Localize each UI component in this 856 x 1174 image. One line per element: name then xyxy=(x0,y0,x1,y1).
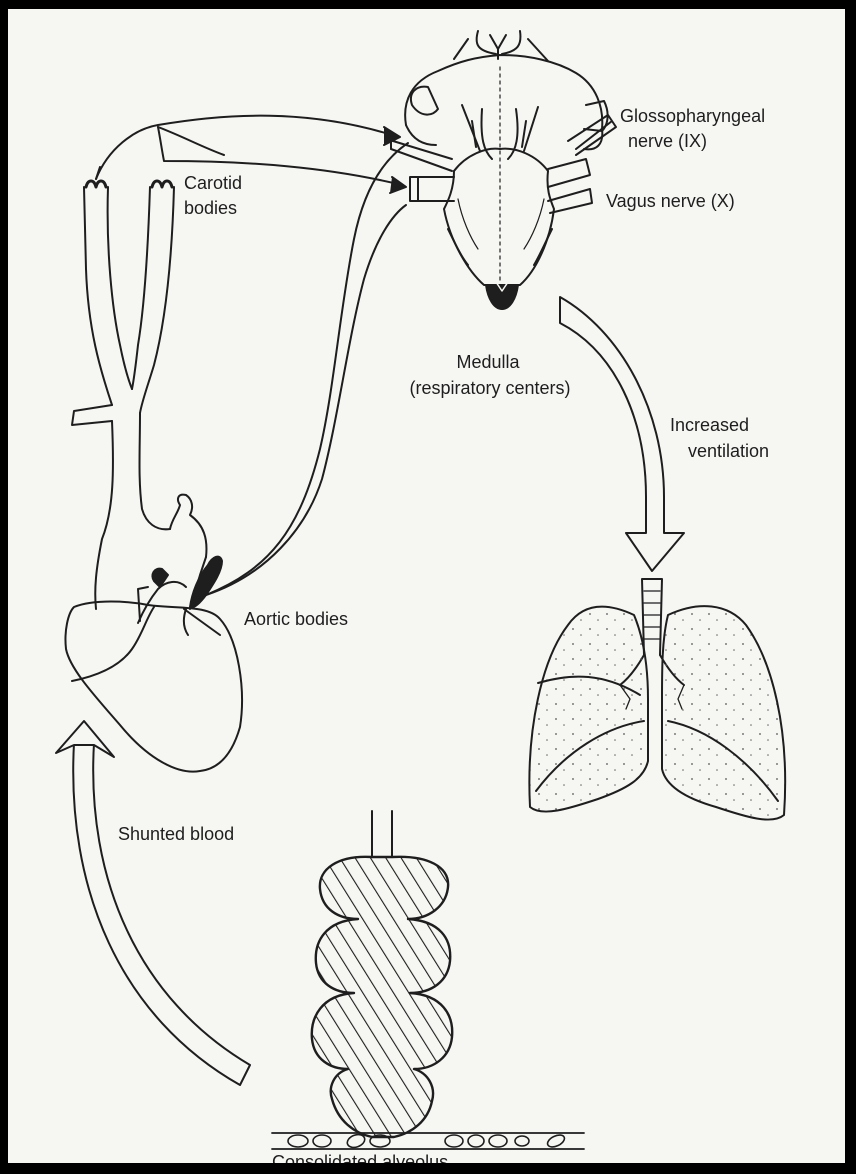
carotid-arteries xyxy=(72,181,206,609)
carotid-label: Carotid xyxy=(184,171,242,195)
brainstem-illustration xyxy=(391,31,616,309)
diagram-page: Glossopharyngeal nerve (IX) Vagus nerve … xyxy=(8,9,845,1163)
respiratory-centers-label: (respiratory centers) xyxy=(380,376,600,400)
increased-ventilation-arrow xyxy=(560,297,684,571)
carotid-bodies-label: bodies xyxy=(184,196,237,220)
increased-label: Increased xyxy=(670,413,749,437)
shunted-blood-arrow xyxy=(56,721,250,1085)
nerve-pathways xyxy=(96,116,408,595)
consolidated-alveolus xyxy=(272,811,584,1150)
lungs-illustration xyxy=(529,579,785,820)
glossopharyngeal-nerve-label: nerve (IX) xyxy=(628,129,707,153)
medulla-label: Medulla xyxy=(388,350,588,374)
vagus-nerve-label: Vagus nerve (X) xyxy=(606,189,735,213)
diagram-artwork xyxy=(8,9,845,1163)
glossopharyngeal-label: Glossopharyngeal xyxy=(620,104,765,128)
consolidated-alveolus-label: Consolidated alveolus xyxy=(272,1150,448,1163)
shunted-blood-label: Shunted blood xyxy=(118,822,234,846)
aortic-bodies-label: Aortic bodies xyxy=(244,607,348,631)
ventilation-label: ventilation xyxy=(688,439,769,463)
